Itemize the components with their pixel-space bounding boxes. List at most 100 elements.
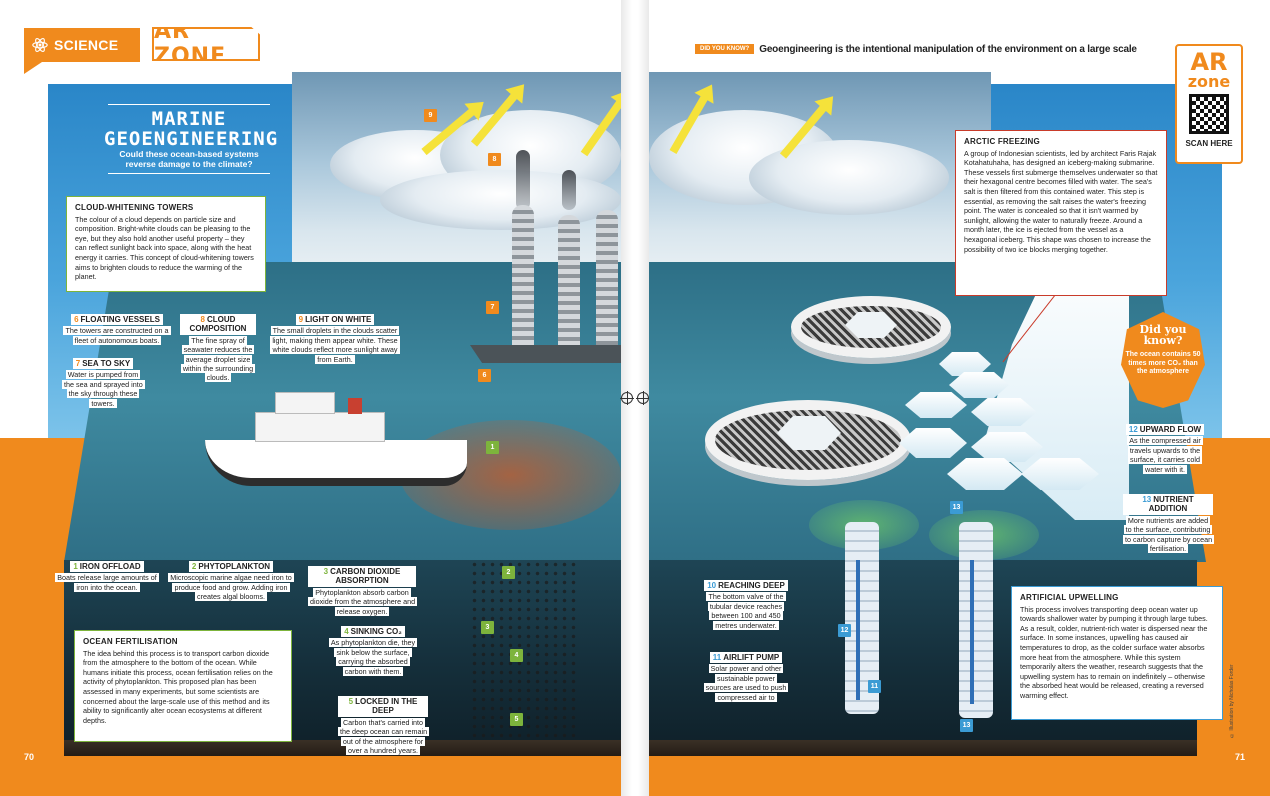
callout-title: NUTRIENT ADDITION bbox=[1148, 495, 1194, 514]
title-line-1: MARINE bbox=[151, 108, 227, 130]
callout-title: CARBON DIOXIDE ABSORPTION bbox=[330, 567, 401, 586]
callout-body: More nutrients are added to the surface,… bbox=[1123, 515, 1215, 554]
marker-11: 11 bbox=[868, 680, 881, 693]
atom-icon bbox=[32, 38, 48, 52]
callout-number: 1 bbox=[73, 562, 78, 571]
article-title: MARINE GEOENGINEERING Could these ocean-… bbox=[104, 100, 277, 178]
callout-number: 2 bbox=[191, 562, 197, 571]
upwelling-flow bbox=[970, 560, 974, 704]
orange-bottom-band bbox=[649, 768, 1270, 796]
did-you-know-bar: DID YOU KNOW? Geoengineering is the inte… bbox=[695, 41, 1137, 57]
cloud-towers-box: CLOUD-WHITENING TOWERS The colour of a c… bbox=[66, 196, 266, 292]
marker-4: 4 bbox=[510, 649, 523, 662]
ar-zone-badge[interactable]: AR zone SCAN HERE bbox=[1175, 44, 1243, 164]
callout-title: LIGHT ON WHITE bbox=[305, 315, 372, 324]
ar-zone-logo: AR ZONE bbox=[152, 27, 260, 61]
cloud-towers-heading: CLOUD-WHITENING TOWERS bbox=[75, 203, 194, 212]
callout-body: As the compressed air travels upwards to… bbox=[1127, 436, 1203, 474]
hexagonal-iceberg bbox=[949, 372, 1009, 398]
marker-13: 13 bbox=[950, 501, 963, 514]
ship-hull bbox=[205, 440, 467, 486]
callout-title: LOCKED IN THE DEEP bbox=[355, 697, 418, 716]
callout-number: 12 bbox=[1128, 425, 1138, 434]
callout-number: 13 bbox=[1142, 495, 1152, 504]
right-page: 13 12 11 13 DID YOU KNOW? Geoengineering… bbox=[649, 0, 1270, 796]
callout-title: FLOATING VESSELS bbox=[80, 315, 160, 324]
callout-number: 6 bbox=[74, 315, 79, 324]
marker-12: 12 bbox=[838, 624, 851, 637]
marker-8: 8 bbox=[488, 153, 501, 166]
hexagonal-iceberg bbox=[947, 458, 1023, 490]
ocean-fertilisation-body: The idea behind this process is to trans… bbox=[83, 648, 273, 725]
callout-title: SEA TO SKY bbox=[82, 359, 131, 368]
callout-body: As phytoplankton die, they sink below th… bbox=[328, 638, 418, 676]
callout-number: 5 bbox=[348, 697, 354, 706]
callout-number: 8 bbox=[200, 315, 205, 324]
marker-9: 9 bbox=[424, 109, 437, 122]
callout-title: UPWARD FLOW bbox=[1139, 425, 1202, 434]
callout-body: Boats release large amounts of iron into… bbox=[55, 573, 159, 592]
callout-title: REACHING DEEP bbox=[718, 581, 785, 590]
title-subtitle: Could these ocean-based systems reverse … bbox=[119, 149, 259, 169]
qr-code-icon[interactable] bbox=[1189, 94, 1229, 134]
callout-body: The small droplets in the clouds scatter… bbox=[270, 326, 400, 364]
cloud-whitening-tower bbox=[596, 210, 618, 355]
callout-number: 4 bbox=[344, 627, 349, 636]
upwelling-pipe bbox=[959, 522, 993, 718]
marker-7: 7 bbox=[486, 301, 499, 314]
page-number-right: 71 bbox=[1235, 752, 1246, 762]
cloud-whitening-tower bbox=[558, 215, 580, 355]
registration-mark-icon bbox=[620, 391, 634, 405]
submarine-hex-centre bbox=[845, 312, 897, 338]
marker-2: 2 bbox=[502, 566, 515, 579]
callout-title: AIRLIFT PUMP bbox=[723, 653, 780, 662]
ship-funnel bbox=[348, 398, 362, 414]
callout-title: IRON OFFLOAD bbox=[79, 562, 141, 571]
title-divider bbox=[108, 104, 270, 105]
did-you-know-text: Geoengineering is the intentional manipu… bbox=[759, 43, 1137, 55]
arctic-freezing-body: A group of Indonesian scientists, led by… bbox=[964, 148, 1158, 254]
did-you-know-burst-title: Did you know? bbox=[1139, 323, 1187, 347]
callout-body: The bottom valve of the tubular device r… bbox=[706, 592, 786, 630]
section-label: SCIENCE bbox=[54, 37, 119, 53]
arctic-freezing-box: ARCTIC FREEZING A group of Indonesian sc… bbox=[955, 130, 1167, 296]
title-divider bbox=[108, 173, 270, 174]
callout-number: 11 bbox=[712, 653, 722, 662]
hexagonal-iceberg bbox=[1021, 458, 1099, 490]
callout-title: SINKING CO₂ bbox=[350, 627, 402, 636]
artificial-upwelling-box: ARTIFICIAL UPWELLING This process involv… bbox=[1011, 586, 1223, 720]
callout-title: PHYTOPLANKTON bbox=[198, 562, 271, 571]
tower-spray bbox=[516, 150, 530, 210]
scan-here-label: SCAN HERE bbox=[1185, 139, 1233, 148]
artificial-upwelling-heading: ARTIFICIAL UPWELLING bbox=[1020, 593, 1119, 602]
arctic-freezing-heading: ARCTIC FREEZING bbox=[964, 137, 1040, 146]
callout-number: 9 bbox=[298, 315, 304, 324]
marker-3: 3 bbox=[481, 621, 494, 634]
tower-spray bbox=[562, 170, 576, 210]
marker-10: 13 bbox=[960, 719, 973, 732]
callout-body: Water is pumped from the sea and sprayed… bbox=[62, 370, 145, 408]
marker-5: 5 bbox=[510, 713, 523, 726]
tower-vessel-platform bbox=[470, 345, 621, 363]
ocean-fertilisation-heading: OCEAN FERTILISATION bbox=[83, 637, 178, 646]
ship-bridge bbox=[275, 392, 335, 414]
callout-body: Microscopic marine algae need iron to pr… bbox=[168, 573, 294, 602]
ar-badge-bottom: zone bbox=[1187, 72, 1231, 91]
submarine-hex-centre bbox=[777, 416, 841, 450]
marker-6: 6 bbox=[478, 369, 491, 382]
cloud bbox=[749, 140, 949, 215]
registration-mark-icon bbox=[636, 391, 650, 405]
callout-body: Carbon that's carried into the deep ocea… bbox=[338, 717, 430, 756]
callout-number: 10 bbox=[707, 581, 717, 590]
